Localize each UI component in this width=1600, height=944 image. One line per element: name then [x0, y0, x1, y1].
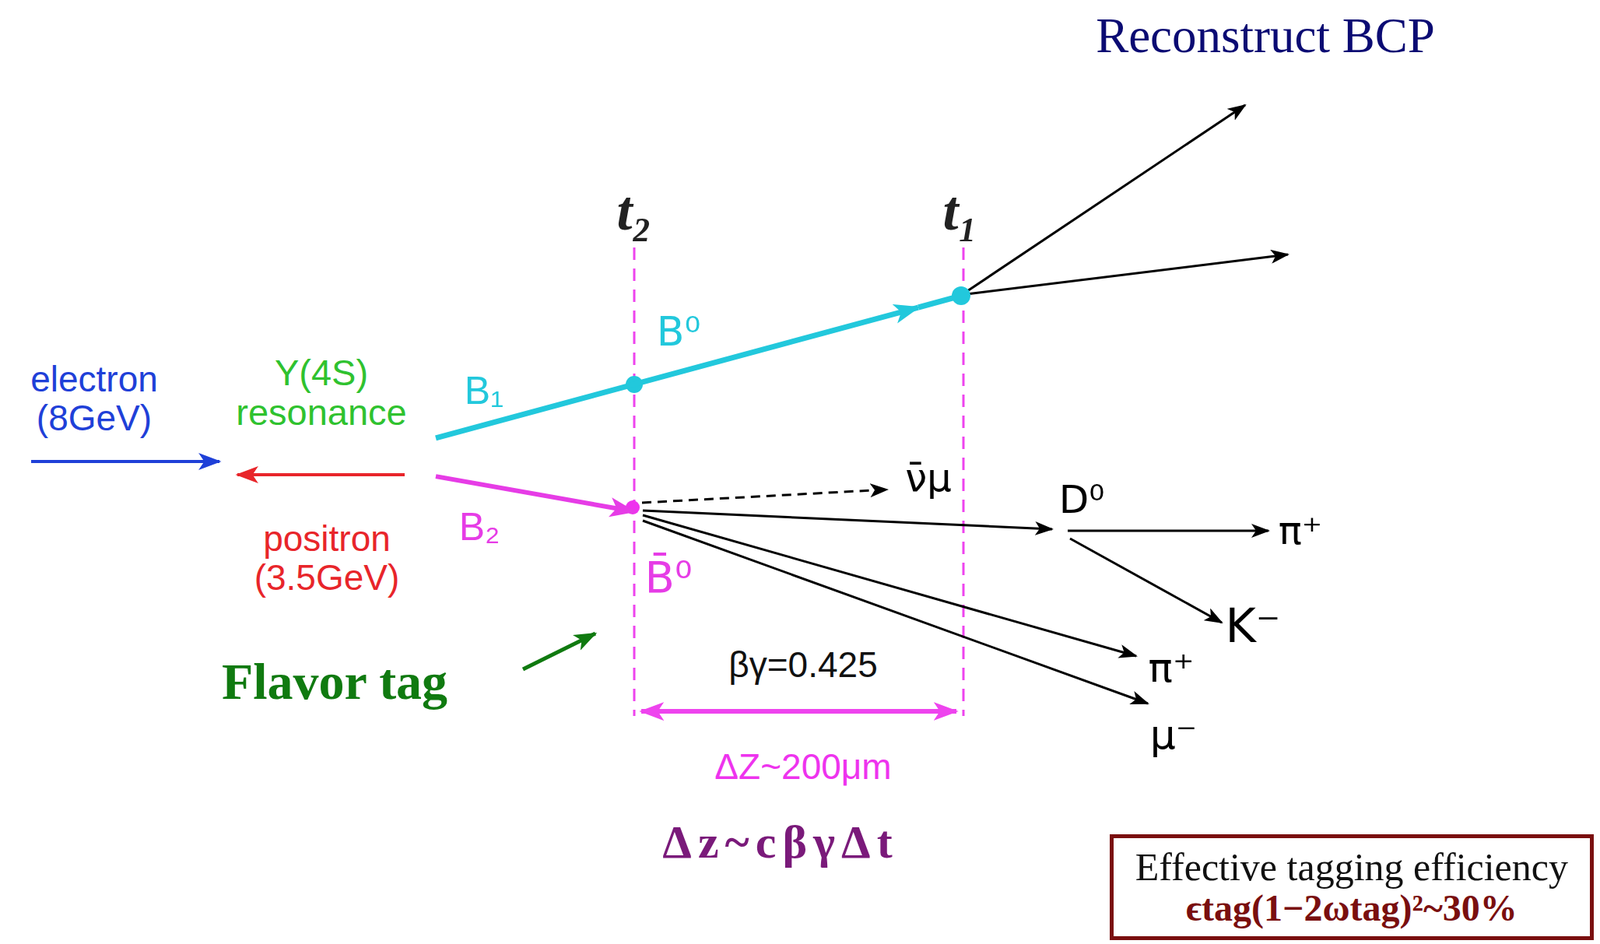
positron-beam-arrow — [237, 473, 405, 477]
flavor-tag-pointer — [522, 633, 596, 670]
reconstruct-ellipse-outline — [863, 87, 1309, 353]
time-label: t₁ — [942, 181, 978, 243]
muon-track — [642, 520, 1148, 704]
ellipse-heading: Reconstruct BCP — [1095, 9, 1436, 63]
kaon-label-holder: K⁻ — [1224, 600, 1281, 652]
d0-kaon-track — [1070, 538, 1222, 623]
efficiency-title: Effective tagging efficiency — [1135, 845, 1569, 888]
efficiency-formula: ϵtag(1−2ωtag)²~30% — [1135, 887, 1569, 929]
connector-arrow — [435, 307, 919, 439]
d0-pion-track — [1067, 529, 1269, 533]
flavor-tag-circle: B̄⁰ — [582, 504, 729, 651]
positron-label-holder: positron (3.5GeV) — [254, 519, 400, 597]
efficiency-box: Effective tagging efficiencyϵtag(1−2ωtag… — [1109, 834, 1594, 941]
anti-b-label: B̄⁰ — [645, 554, 693, 601]
b1-label-holder: B₁ — [464, 369, 504, 412]
kaon-label: K⁻ — [1224, 600, 1281, 652]
electron-label: electron (8GeV) — [30, 360, 158, 438]
pion-label-holder: π⁺ — [1278, 509, 1323, 552]
b2-label: B₂ — [459, 505, 501, 548]
anti-b-label-holder: B̄⁰ — [645, 554, 693, 601]
delta-z-label-holder: ΔZ~200μm — [714, 747, 892, 787]
pion-label-holder: π⁺ — [1148, 645, 1195, 690]
d0-track — [642, 510, 1053, 530]
flavor-tag-circle-outline — [585, 508, 725, 647]
b0-label: B⁰ — [656, 309, 702, 354]
d0-label: D⁰ — [1059, 478, 1106, 521]
final-state-ellipse-outline — [1058, 532, 1350, 836]
boost-label-holder: βγ=0.425 — [728, 645, 878, 685]
b1-label: B₁ — [464, 369, 504, 412]
t2-dashed-line — [633, 247, 636, 716]
neutrino-arrow — [642, 489, 888, 503]
muon-label: μ⁻ — [1150, 712, 1198, 757]
t1-dashed-line — [962, 247, 965, 716]
muon-label-holder: μ⁻ — [1150, 712, 1198, 757]
time-label: t₂ — [616, 181, 652, 243]
flavor-tag-label: Flavor tag — [221, 653, 448, 709]
pion-label: π⁺ — [1148, 645, 1195, 690]
d0-label-holder: D⁰ — [1059, 478, 1106, 521]
b0-label-holder: B⁰ — [656, 309, 702, 354]
neutrino-label-holder: ν̄μ — [905, 456, 952, 499]
ellipse-heading-holder: Reconstruct BCP — [1095, 9, 1436, 63]
time-label-holder: t₂ — [616, 181, 652, 243]
electron-beam-arrow — [31, 459, 220, 464]
bcp-decay-arrow — [966, 254, 1288, 295]
positron-label: positron (3.5GeV) — [254, 519, 400, 597]
resonance-label: Υ(4S) resonance — [235, 353, 407, 433]
b2-label-holder: B₂ — [459, 505, 501, 548]
neutrino-label: ν̄μ — [905, 456, 952, 499]
final-state-ellipse: K⁻ π⁺ μ⁻ — [1091, 562, 1317, 804]
pion-label: π⁺ — [1278, 509, 1323, 552]
boost-label: βγ=0.425 — [728, 645, 878, 685]
electron-label-holder: electron (8GeV) — [30, 360, 158, 438]
delta-z-label: ΔZ~200μm — [714, 747, 892, 787]
pion-track — [642, 515, 1137, 657]
delta-z-arrow — [641, 708, 957, 714]
flavor-tag-label-holder: Flavor tag — [221, 653, 448, 709]
resonance-label-holder: Υ(4S) resonance — [235, 353, 407, 433]
delta-z-formula: Δz~cβγΔt — [662, 817, 899, 868]
delta-z-formula-holder: Δz~cβγΔt — [662, 817, 899, 868]
t1-vertex-dot — [951, 286, 971, 306]
final-state-ellipse-shape — [1091, 562, 1317, 804]
resonance-star: Υ(4S) resonance — [147, 350, 436, 534]
time-label-holder: t₁ — [942, 181, 978, 243]
